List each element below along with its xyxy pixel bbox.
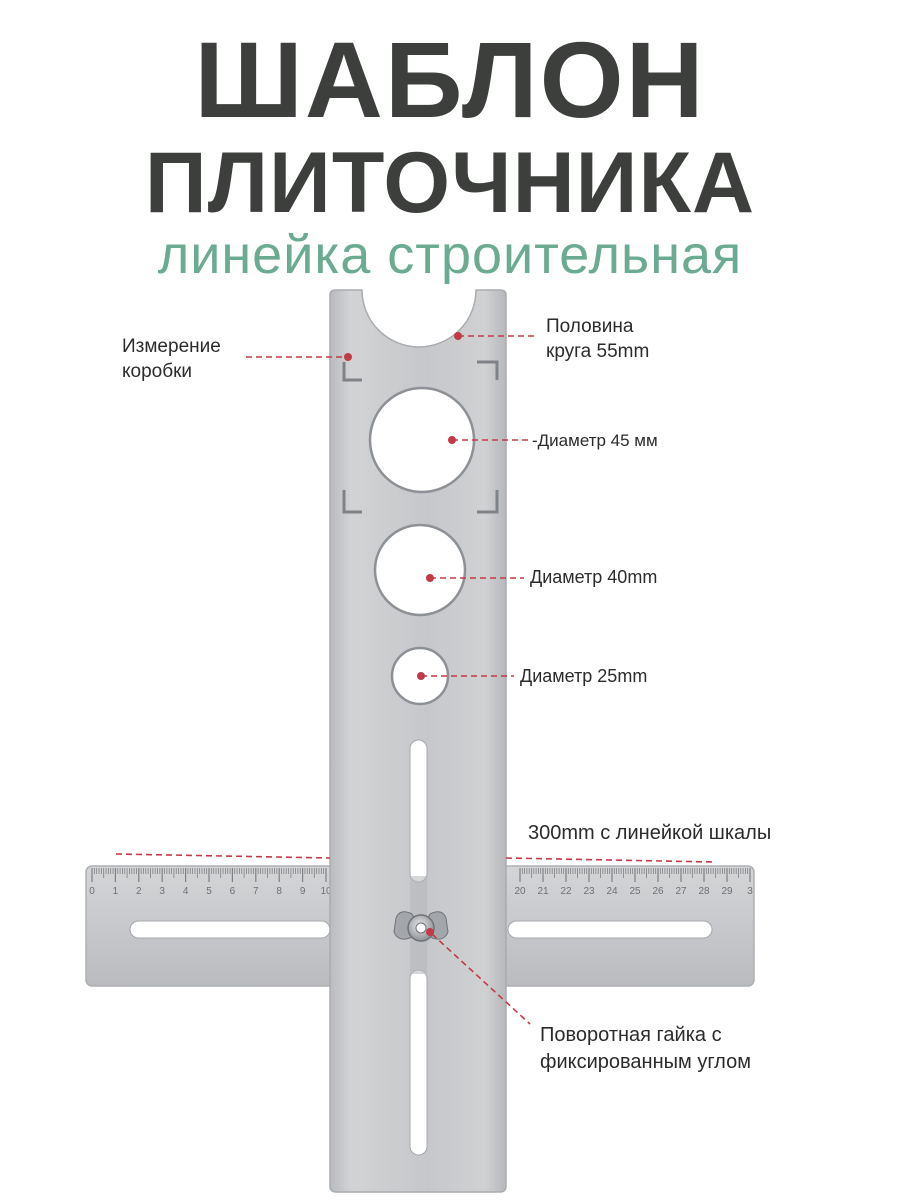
heading-tagline: линейка строительная [157, 225, 743, 285]
ruler-left-number: 5 [206, 886, 212, 897]
ruler-left-number: 0 [89, 886, 95, 897]
ruler-right-number: 25 [629, 886, 641, 897]
vertical-slot-upper [409, 739, 428, 883]
ruler-scale-left: 0 1 2 3 4 5 6 7 8 9 10 [89, 868, 332, 897]
callout-ruler-scale: 300mm с линейкой шкалы [528, 822, 772, 844]
ruler-left-number: 2 [136, 886, 142, 897]
vertical-slot-lower [409, 969, 428, 1156]
ruler-scale-right: 20 21 22 23 24 25 26 27 28 29 3 [514, 868, 753, 897]
callout-wing-nut: Поворотная гайка с фиксированным углом [540, 1024, 751, 1073]
hole-40mm [373, 523, 467, 617]
ruler-right-number: 29 [721, 886, 733, 897]
ruler-left-number: 6 [230, 886, 236, 897]
ruler-right-number: 20 [514, 886, 526, 897]
ruler-right-number: 27 [675, 886, 687, 897]
wing-nut-icon [393, 911, 449, 942]
ruler-right-number: 28 [698, 886, 710, 897]
callout-box-measure: Измерение коробки [122, 336, 221, 382]
ruler-left-number: 10 [320, 886, 332, 897]
ruler-right-number: 21 [537, 886, 549, 897]
ruler-right-number: 22 [560, 886, 572, 897]
ruler-left-number: 1 [113, 886, 119, 897]
right-slot [507, 920, 713, 939]
ruler-left-number: 3 [159, 886, 165, 897]
left-slot [129, 920, 331, 939]
ruler-left-number: 9 [300, 886, 306, 897]
ruler-left-number: 8 [276, 886, 282, 897]
callout-lines [115, 335, 715, 1025]
callout-diameter-25: Диаметр 25mm [520, 666, 648, 686]
box-corner-marks [342, 360, 499, 514]
callout-dots [344, 332, 462, 936]
heading-subtitle: ПЛИТОЧНИКА [144, 135, 756, 231]
ruler-right-number: 24 [606, 886, 618, 897]
hole-45mm [368, 386, 476, 494]
ruler-right-number: 26 [652, 886, 664, 897]
callout-diameter-45: -Диаметр 45 мм [532, 431, 658, 450]
ruler-right-number: 23 [583, 886, 595, 897]
ruler-left-number: 4 [183, 886, 189, 897]
callout-half-circle: Половина круга 55mm [546, 316, 650, 362]
ruler-right-number: 3 [747, 886, 753, 897]
heading-title: ШАБЛОН [194, 19, 706, 140]
callout-diameter-40: Диаметр 40mm [530, 567, 658, 587]
ruler-left-number: 7 [253, 886, 259, 897]
